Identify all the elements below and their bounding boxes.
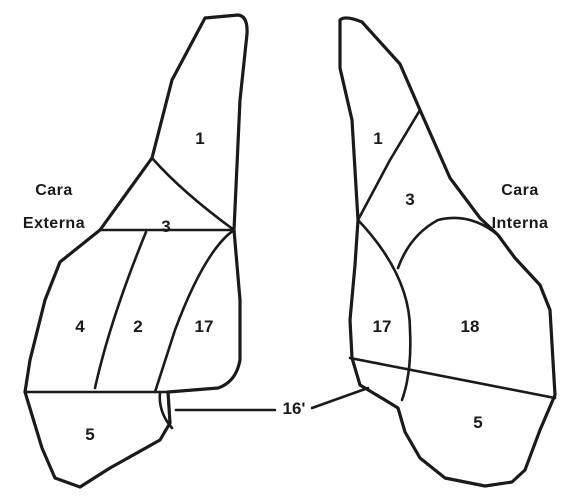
right-divider-3-18	[398, 218, 498, 268]
right-outline	[340, 18, 555, 486]
pointer-16-group: 16'	[176, 388, 368, 418]
pointer-16-label: 16'	[283, 399, 306, 418]
outer-face-label-line2: Externa	[23, 215, 85, 232]
left-region-17-number: 17	[195, 317, 214, 336]
inner-face-label-line1: Cara	[501, 182, 539, 199]
outer-face-label-line1: Cara	[35, 182, 73, 199]
left-region-5-number: 5	[85, 425, 94, 444]
left-region-2-number: 2	[133, 317, 142, 336]
right-region-17-number: 17	[373, 317, 392, 336]
right-figure: 1 3 17 18 5 Cara Interna	[340, 18, 555, 486]
right-region-5-number: 5	[473, 413, 482, 432]
right-region-3-number: 3	[405, 190, 414, 209]
left-divider-4-2	[95, 232, 146, 388]
inner-face-label-line2: Interna	[492, 215, 549, 232]
right-region-1-number: 1	[373, 129, 382, 148]
pointer-line-right	[312, 388, 368, 408]
left-region-1-number: 1	[195, 129, 204, 148]
left-region-3-number: 3	[161, 217, 170, 236]
right-divider-lower-5	[350, 358, 555, 398]
right-region-18-number: 18	[461, 317, 480, 336]
left-figure: 1 3 4 2 17 5 Cara Externa	[23, 15, 247, 487]
left-divider-2-17	[155, 230, 234, 392]
left-region-4-number: 4	[75, 317, 85, 336]
right-divider-17	[358, 220, 410, 400]
